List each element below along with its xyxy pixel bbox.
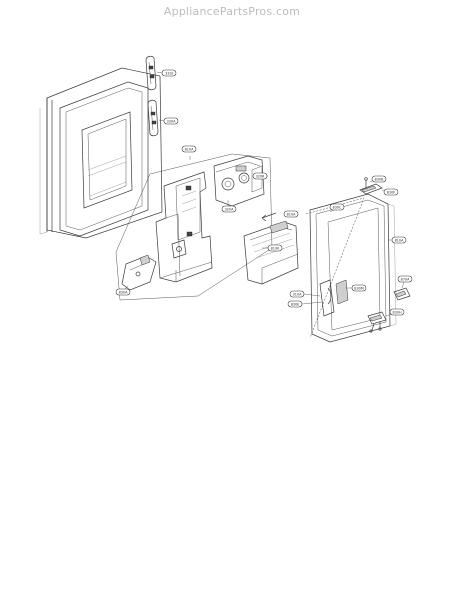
- part-810K-cover: [243, 212, 299, 285]
- callout-830E: 830E: [287, 300, 323, 308]
- door-lever: [319, 279, 352, 317]
- callout-330A: 330A: [163, 117, 179, 125]
- callout-830A-left: 830A: [115, 288, 131, 296]
- callout-830F: 830F: [381, 188, 399, 196]
- callout-330J: 330J: [161, 69, 177, 77]
- callout-label: 830H: [392, 310, 401, 314]
- callout-label: 810A: [287, 212, 296, 216]
- callout-label: 320R: [256, 174, 265, 178]
- callout-810K: 810K: [262, 244, 283, 252]
- callout-label: 310A: [293, 292, 302, 296]
- part-330A: [147, 99, 165, 137]
- callout-830H: 830H: [389, 308, 405, 316]
- callout-label: 830B: [375, 177, 384, 181]
- callout-label: 830A: [119, 290, 128, 294]
- callout-810A-top: 810A: [181, 145, 197, 153]
- callout-label: 810K: [271, 246, 280, 250]
- dispenser-housing: [155, 171, 213, 283]
- callout-label: 830M: [354, 286, 363, 290]
- callout-label: 830E: [291, 302, 300, 306]
- part-830H: [367, 311, 393, 333]
- callout-label: 810A: [395, 238, 404, 242]
- part-870A: [393, 281, 411, 301]
- callout-830B: 830B: [371, 175, 387, 183]
- callout-810A-mid: 810A: [283, 210, 299, 218]
- callout-320R: 320R: [252, 172, 268, 180]
- callout-label: 320A: [225, 207, 234, 211]
- callout-830M: 830M: [351, 284, 367, 292]
- callout-label: 870A: [401, 277, 410, 281]
- part-320R: [213, 155, 268, 207]
- door-liner: [39, 67, 163, 239]
- part-830F: [359, 177, 383, 195]
- part-330J: [145, 55, 163, 91]
- assembly-group-outline: [115, 153, 273, 301]
- callout-830C: 830C: [329, 203, 345, 213]
- callout-label: 830C: [333, 205, 342, 209]
- site-watermark: AppliancePartsPros.com: [163, 5, 301, 18]
- callout-810A-right: 810A: [388, 236, 407, 244]
- part-830A-bracket: [121, 254, 157, 291]
- callout-label: 810A: [185, 147, 194, 151]
- callout-320A: 320A: [221, 205, 237, 213]
- callout-310A: 310A: [289, 290, 321, 298]
- callout-870A: 870A: [397, 275, 413, 283]
- callout-label: 330J: [165, 71, 172, 75]
- callout-label: 830F: [387, 190, 395, 194]
- callout-label: 330A: [167, 119, 176, 123]
- door-panel: [305, 193, 397, 343]
